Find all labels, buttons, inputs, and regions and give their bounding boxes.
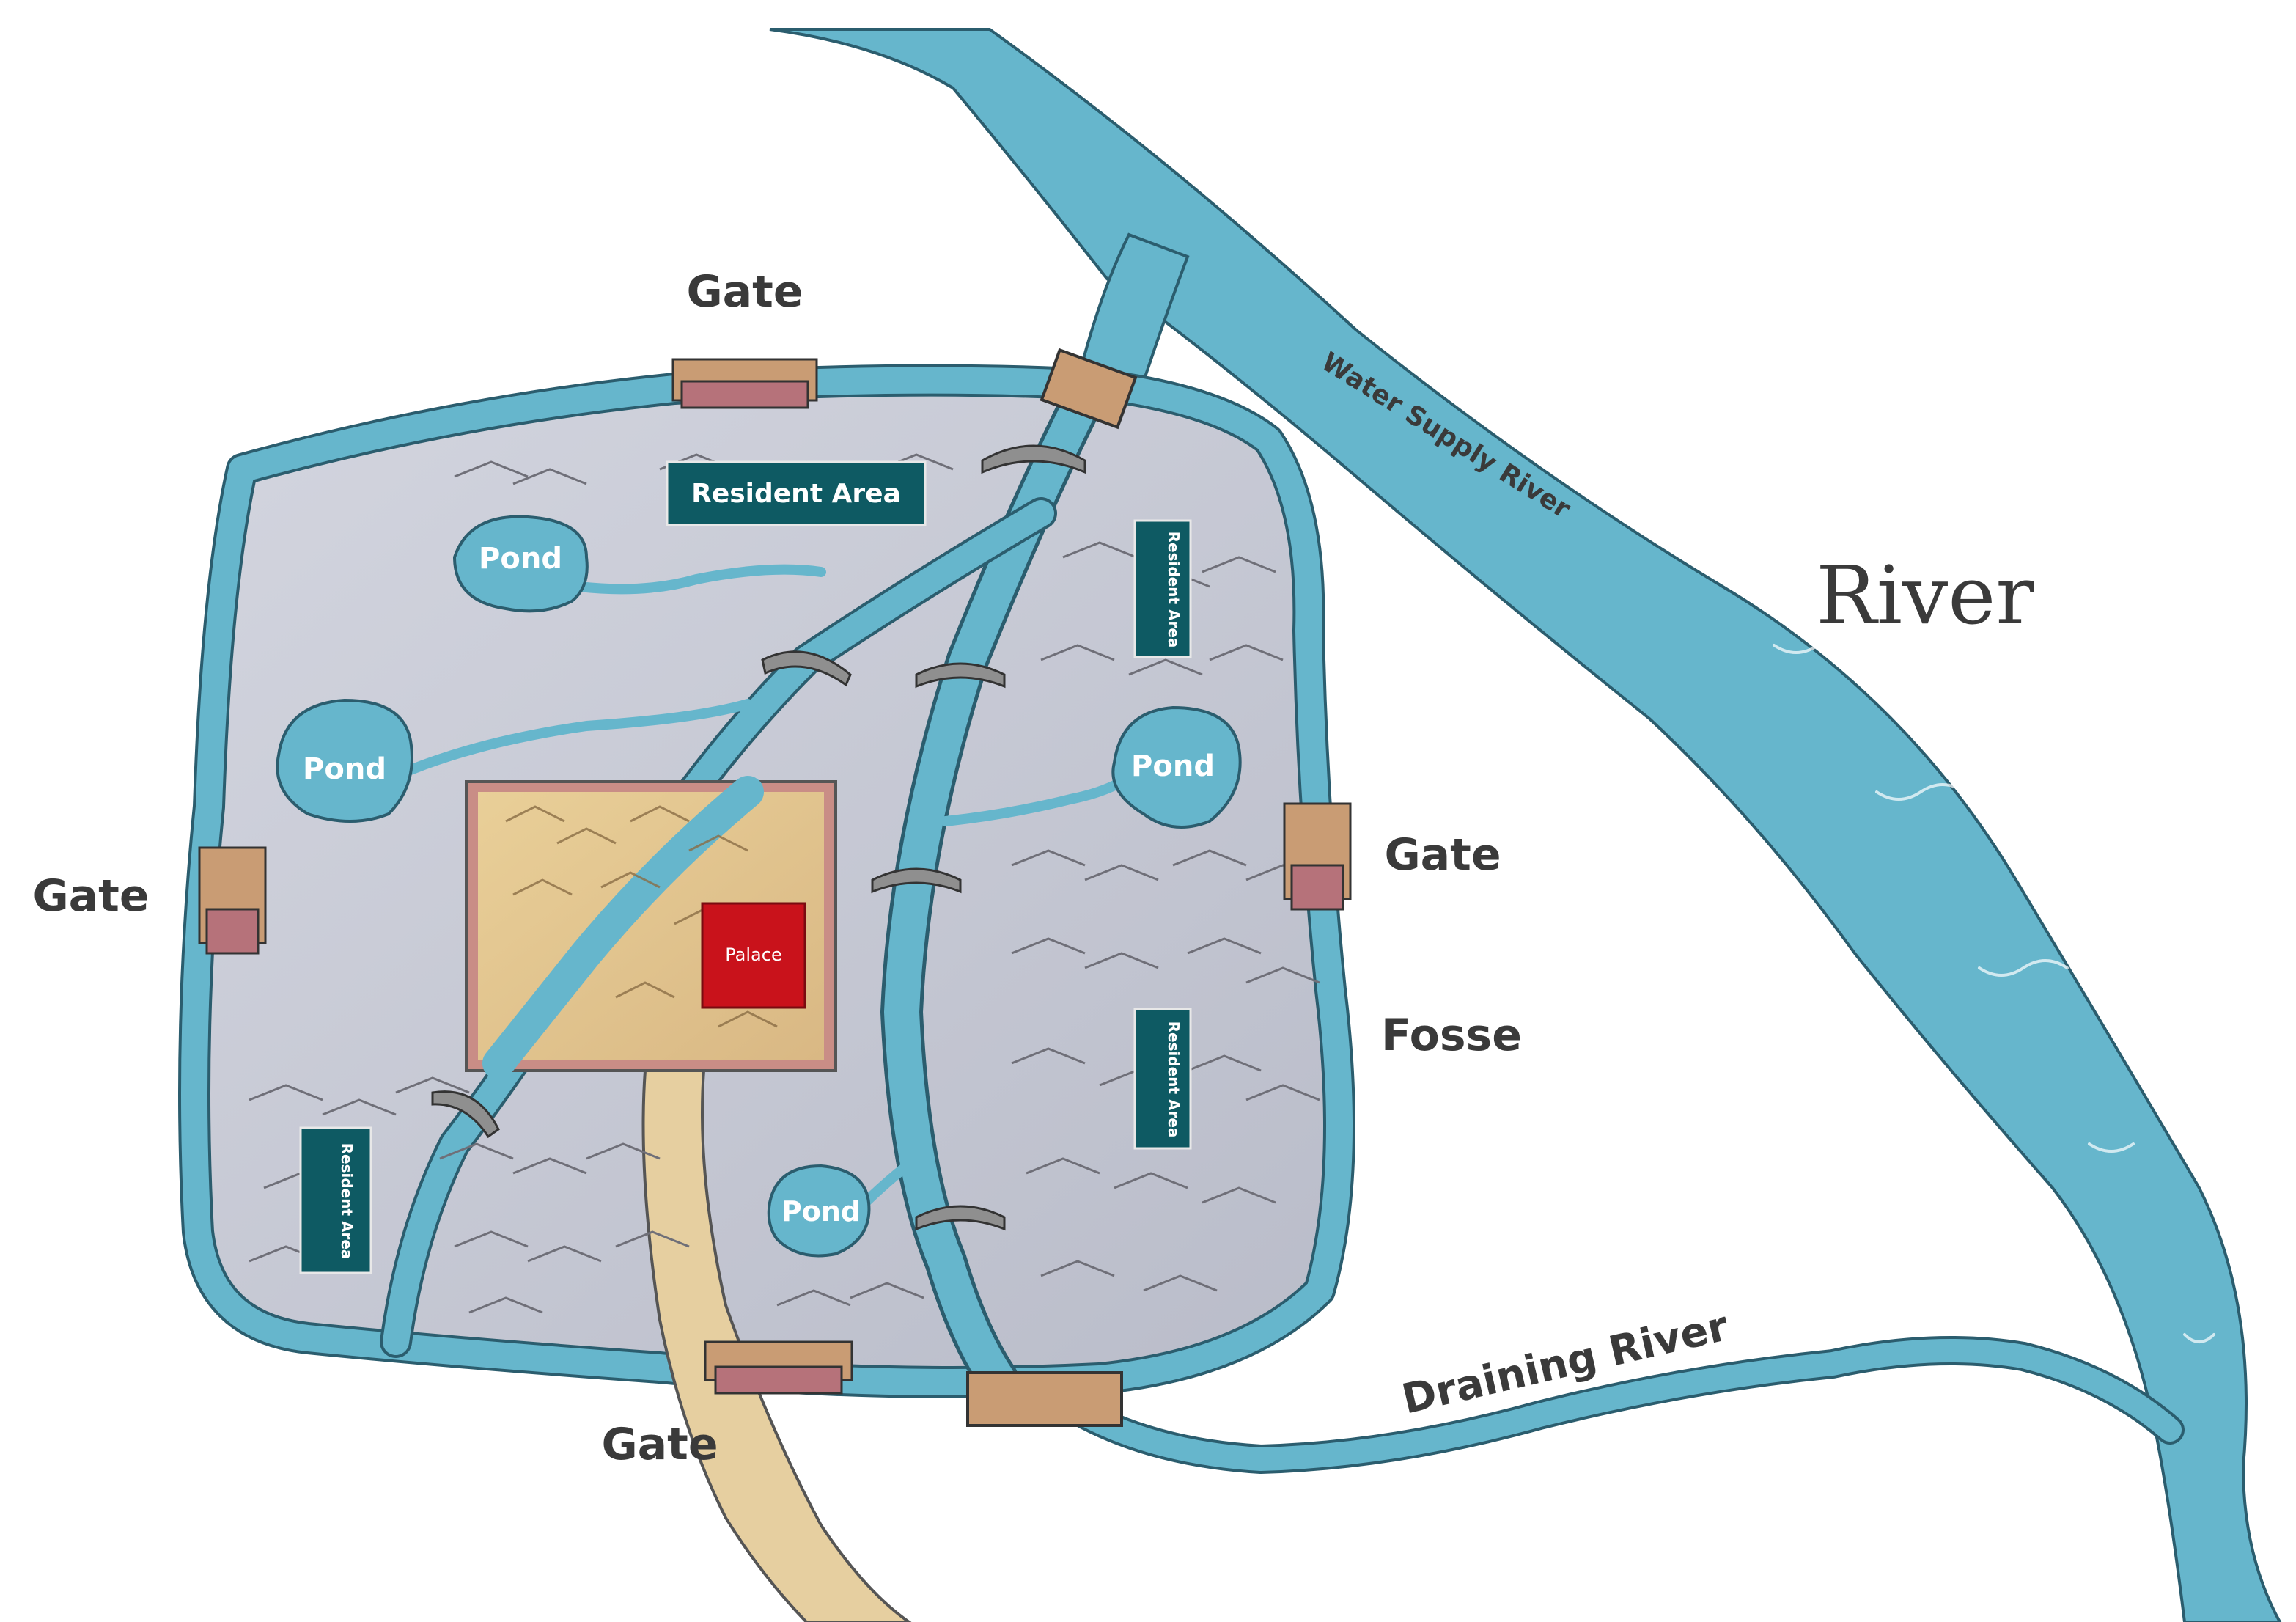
palace-diagonal-canal — [482, 776, 764, 1079]
gate-south-label: Gate — [601, 1419, 718, 1470]
pond-channel-2 — [405, 699, 753, 775]
resident-area-north: Resident Area — [666, 460, 927, 526]
main-river-ripples — [1773, 636, 2215, 1343]
gate-south-tower — [704, 1340, 853, 1395]
bridges — [431, 444, 1086, 1231]
fosse-label: Fosse — [1381, 1010, 1522, 1061]
gate-north-tower — [671, 358, 818, 409]
palace-label: Palace — [725, 944, 781, 965]
resident-area-north-label: Resident Area — [691, 479, 901, 509]
fosse-water — [181, 367, 1353, 1395]
pond-2: Pond — [276, 698, 413, 823]
resident-area-east-upper: Resident Area — [1133, 519, 1192, 658]
river-label: River — [1816, 548, 2034, 642]
pond-1: Pond — [452, 515, 589, 613]
gate-east-label: Gate — [1384, 829, 1501, 881]
pond-4-label: Pond — [781, 1195, 861, 1227]
pond-1-label: Pond — [479, 542, 562, 576]
pond-3-label: Pond — [1131, 749, 1215, 783]
sluice-north — [1040, 348, 1138, 430]
resident-area-east-lower: Resident Area — [1133, 1008, 1192, 1150]
gate-north-label: Gate — [686, 266, 803, 318]
draining-river-water — [1044, 1339, 2182, 1471]
gate-east-tower — [1283, 802, 1352, 911]
pond-3: Pond — [1111, 705, 1242, 829]
resident-area-west: Resident Area — [299, 1126, 372, 1274]
pond-channel-3 — [941, 772, 1134, 826]
pond-4: Pond — [767, 1164, 871, 1258]
pond-2-label: Pond — [303, 752, 386, 786]
gate-west-tower — [198, 846, 267, 955]
inner-canal-main-water — [884, 378, 1103, 1396]
resident-area-east-lower-label: Resident Area — [1165, 1021, 1182, 1138]
pond-channel-1 — [574, 564, 826, 595]
main-river — [769, 28, 2282, 1622]
resident-area-east-upper-label: Resident Area — [1165, 532, 1182, 648]
gate-west-label: Gate — [32, 870, 149, 922]
sluice-south — [966, 1371, 1123, 1427]
resident-area-west-label: Resident Area — [338, 1143, 356, 1260]
palace — [701, 902, 806, 1009]
